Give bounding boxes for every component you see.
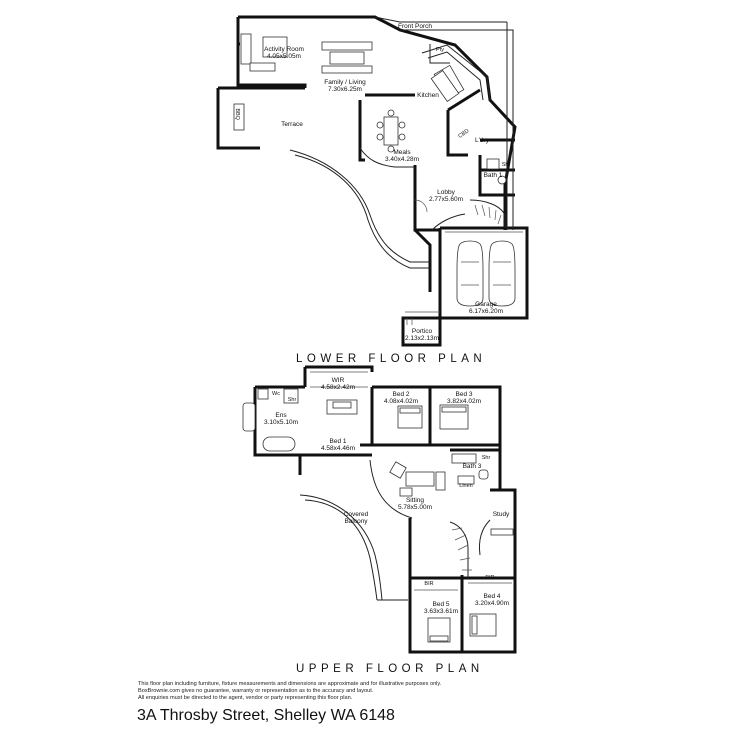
room-label-meals: Meals 3.40x4.28m: [385, 149, 419, 164]
upper-floor-linework: [242, 371, 514, 643]
room-name: Linen: [459, 483, 473, 489]
disclaimer-line-2: BoxBrownie.com gives no guarantee, warra…: [138, 688, 374, 694]
room-name: Sitting: [405, 497, 425, 504]
room-name: BBQ: [234, 108, 241, 120]
room-label-shower-ensuite: Shr: [288, 397, 297, 403]
room-label-bed4: Bed 4 3.20x4.90m: [475, 593, 509, 608]
room-name: Bath 3: [462, 463, 482, 470]
room-label-bir-bed4: BIR: [485, 575, 494, 581]
room-name: Bed 4: [483, 593, 501, 600]
room-name: Garage: [475, 301, 497, 308]
room-label-ensuite: Ens 3.10x5.10m: [264, 412, 298, 427]
room-dimensions: 3.20x4.90m: [475, 600, 509, 608]
room-label-shower-bath3: Shr: [482, 455, 491, 461]
room-name: Bed 5: [432, 601, 450, 608]
room-dimensions: 4.58x4.46m: [321, 445, 355, 453]
room-label-bath3: Bath 3: [463, 463, 482, 470]
room-label-wir: WIR 4.58x2.42m: [321, 377, 355, 392]
room-name: Study: [492, 511, 510, 518]
room-label-bath1: Bath 1: [484, 172, 503, 179]
room-label-linen: Linen: [459, 483, 472, 489]
room-name: Bed 1: [329, 438, 347, 445]
room-name: WIR: [331, 377, 345, 384]
lower-floor-title: LOWER FLOOR PLAN: [296, 353, 487, 365]
room-name: Portico: [411, 328, 433, 335]
room-dimensions: 7.30x6.25m: [328, 86, 362, 94]
lower-floor-walls: [216, 15, 529, 347]
room-name: Shr: [287, 397, 297, 403]
room-name: BIR: [424, 581, 434, 587]
room-name: Shr: [481, 455, 491, 461]
room-name: L'dry: [475, 137, 489, 144]
room-dimensions: 3.82x4.02m: [447, 398, 481, 406]
disclaimer-line-3: All enquiries must be directed to the ag…: [138, 695, 353, 701]
disclaimer-line-1: This floor plan including furniture, fix…: [138, 681, 442, 687]
room-label-front-porch: Front Porch: [398, 23, 432, 30]
room-name: Bath 1: [483, 172, 503, 179]
room-label-covered-balcony: Covered Balcony: [337, 511, 375, 526]
room-label-bed2: Bed 2 4.08x4.02m: [384, 391, 418, 406]
room-name: Bed 3: [455, 391, 473, 398]
room-name: Ens: [275, 412, 287, 419]
room-dimensions: 3.40x4.28m: [385, 156, 419, 164]
room-dimensions: 3.63x3.61m: [424, 608, 458, 616]
room-label-bed3: Bed 3 3.82x4.02m: [447, 391, 481, 406]
room-dimensions: 2.77x5.60m: [429, 196, 463, 204]
room-name: Family / Living: [324, 79, 366, 86]
room-dimensions: 5.78x5.00m: [398, 504, 432, 512]
upper-floor-walls: [253, 365, 517, 654]
upper-floor-title: UPPER FLOOR PLAN: [296, 663, 484, 675]
room-label-family-living: Family / Living 7.30x6.25m: [324, 79, 366, 94]
room-label-portico: Portico 2.13x2.13m: [405, 328, 439, 343]
room-name: Kitchen: [417, 92, 439, 99]
room-label-sitting: Sitting 5.78x5.00m: [398, 497, 432, 512]
room-name: Lobby: [437, 189, 455, 196]
room-label-activity-room: Activity Room 4.05x5.05m: [264, 46, 304, 61]
room-dimensions: 4.05x5.05m: [267, 53, 301, 61]
room-label-bed5: Bed 5 3.63x3.61m: [424, 601, 458, 616]
room-label-wc: Wc: [272, 391, 280, 397]
room-label-garage: Garage 6.17x6.20m: [469, 301, 503, 316]
room-name: Front Porch: [398, 23, 432, 30]
room-label-kitchen: Kitchen: [417, 92, 439, 99]
room-label-bed1: Bed 1 4.58x4.46m: [321, 438, 355, 453]
room-name: Meals: [393, 149, 411, 156]
bbq-label: BBQ: [234, 108, 240, 120]
lower-floor-furniture: [240, 33, 516, 307]
room-name: Pty: [436, 47, 444, 53]
room-name: Covered Balcony: [343, 511, 369, 526]
room-label-shower-lower: Shr: [502, 162, 511, 168]
room-label-bir-bed5: BIR: [424, 581, 433, 587]
room-dimensions: 2.13x2.13m: [405, 335, 439, 343]
property-address: 3A Throsby Street, Shelley WA 6148: [137, 707, 395, 724]
room-dimensions: 4.58x2.42m: [321, 384, 355, 392]
room-label-pantry: Pty: [436, 47, 444, 53]
room-name: Wc: [272, 391, 280, 397]
room-name: Shr: [501, 162, 511, 168]
room-label-study: Study: [493, 511, 510, 518]
room-dimensions: 4.08x4.02m: [384, 398, 418, 406]
room-dimensions: 6.17x6.20m: [469, 308, 503, 316]
room-name: Bed 2: [392, 391, 410, 398]
room-name: Activity Room: [264, 46, 304, 53]
room-label-laundry: L'dry: [475, 137, 489, 144]
room-name: BIR: [485, 575, 495, 581]
room-label-terrace: Terrace: [281, 121, 303, 128]
room-name: Terrace: [281, 121, 303, 128]
room-label-lobby: Lobby 2.77x5.60m: [429, 189, 463, 204]
room-dimensions: 3.10x5.10m: [264, 419, 298, 427]
